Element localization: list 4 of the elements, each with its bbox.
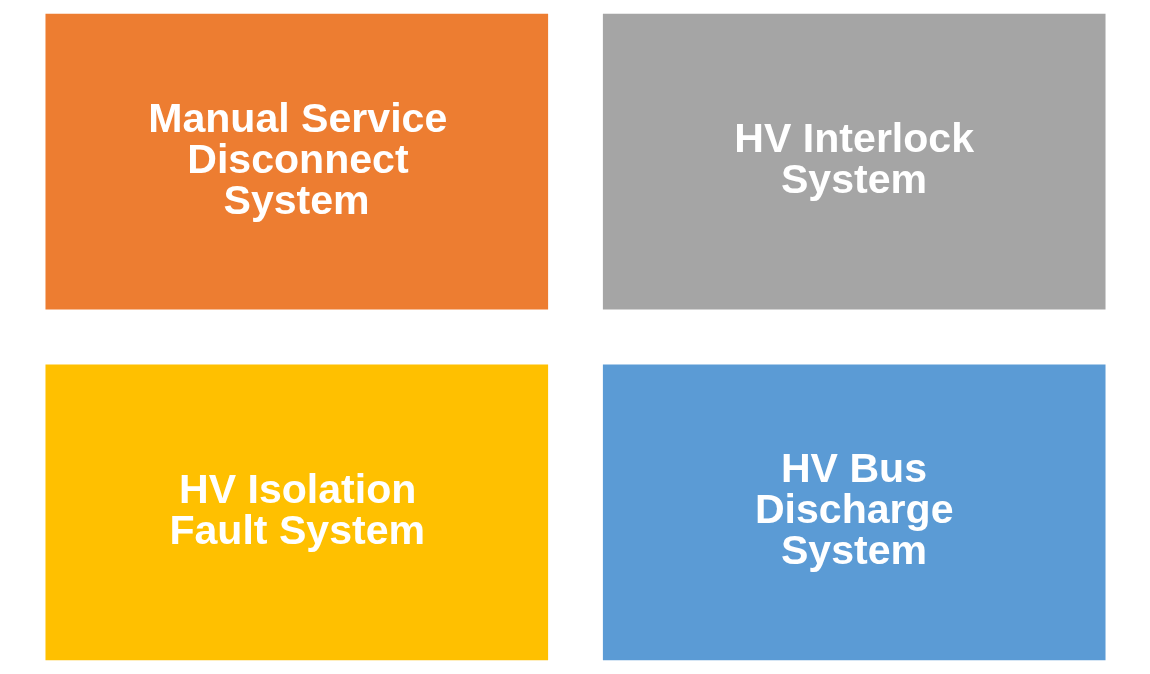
node-box: Manual Service Disconnect System <box>45 13 548 310</box>
node-box: HV Isolation Fault System <box>45 364 548 661</box>
node-box: HV Bus Discharge System <box>602 364 1105 661</box>
node-box: HV Interlock System <box>602 13 1105 310</box>
